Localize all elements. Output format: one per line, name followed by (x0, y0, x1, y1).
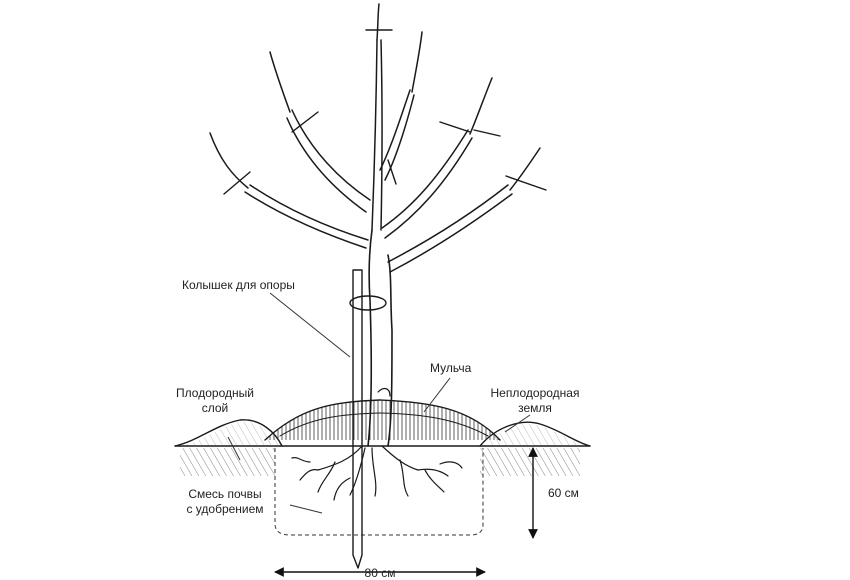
label-width: 80 см (365, 566, 396, 580)
support-stake (349, 269, 387, 569)
label-stake: Колышек для опоры (182, 278, 295, 292)
mulch-mound (264, 399, 501, 441)
tree-branches (209, 3, 541, 273)
label-mix-1: Смесь почвы (188, 487, 261, 501)
tree-trunk (367, 229, 393, 447)
roots (291, 445, 463, 501)
pruning-marks (223, 29, 547, 195)
label-mulch: Мульча (430, 361, 472, 375)
labels: Колышек для опоры Мульча Плодородный сло… (176, 278, 579, 580)
label-infertile-1: Неплодородная (491, 386, 580, 400)
label-depth: 60 см (548, 486, 579, 500)
label-fertile-2: слой (202, 401, 229, 415)
label-mix-2: с удобрением (186, 502, 263, 516)
label-fertile-1: Плодородный (176, 386, 254, 400)
label-infertile-2: земля (518, 401, 552, 415)
leader-lines (227, 292, 531, 514)
ground (174, 419, 591, 476)
